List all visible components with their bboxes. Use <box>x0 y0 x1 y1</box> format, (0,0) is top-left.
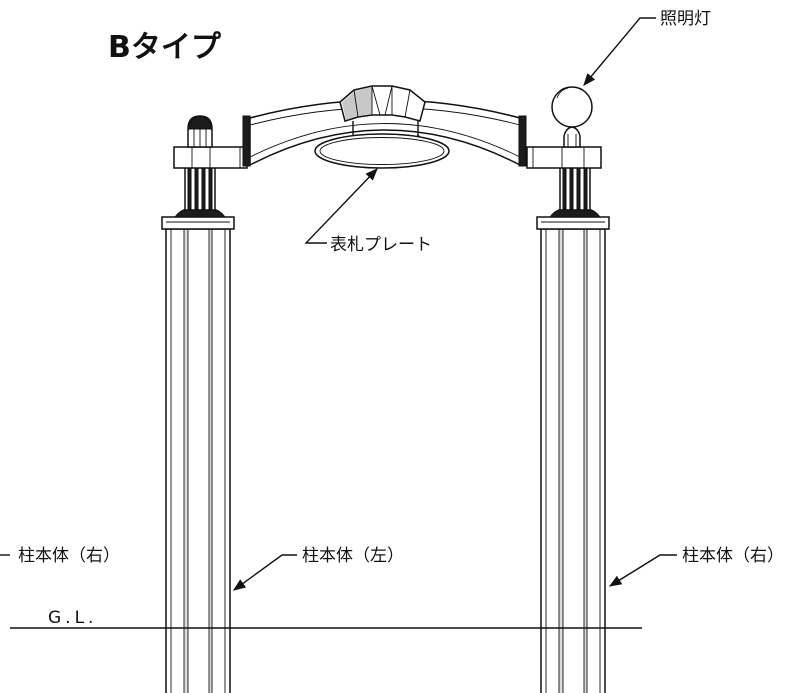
arch-left-end-bar <box>242 115 251 167</box>
left-pillar-body <box>165 228 231 693</box>
right-pillar <box>526 86 610 693</box>
ground-line-label: G.L. <box>48 608 97 628</box>
right-pillar-body <box>540 228 606 693</box>
arch-right-end-bar <box>518 115 527 167</box>
left-pillar-cap <box>161 216 235 230</box>
lamp-label: 照明灯 <box>660 9 711 29</box>
right-post-stripe <box>562 167 567 210</box>
left-post-stripe <box>187 167 192 210</box>
left-pillar <box>161 115 248 693</box>
right-post-stripe <box>576 167 581 210</box>
pillar-right-leader <box>608 554 677 587</box>
arch <box>242 85 527 169</box>
right-post-stripe <box>583 167 588 210</box>
right-cross-block <box>526 146 602 169</box>
left-cross-block <box>173 146 248 169</box>
lamp-globe-shading <box>556 87 569 99</box>
right-pillar-shade <box>559 230 563 693</box>
diagram-title: Bタイプ <box>108 30 222 65</box>
keystone-ornament <box>339 85 426 122</box>
pillar-left-leader <box>232 554 297 591</box>
nameplate-inner-rim <box>319 137 445 165</box>
nameplate <box>314 133 450 169</box>
lamp-globe <box>551 86 593 128</box>
nameplate-leader <box>304 168 378 244</box>
pillar-right-edge-label: 柱本体（右） <box>18 546 120 566</box>
left-post-stripe <box>201 167 206 210</box>
left-pillar-shade <box>209 230 212 693</box>
lamp-neck <box>563 126 581 148</box>
pillar-left-label: 柱本体（左） <box>302 546 404 566</box>
lamp-leader <box>583 17 656 86</box>
right-post-stripe <box>569 167 574 210</box>
left-post-stripe <box>194 167 199 210</box>
arch-inner-line <box>249 123 521 158</box>
left-pillar-shade <box>184 230 188 693</box>
keystone-line <box>371 85 381 116</box>
pillar-right-label: 柱本体（右） <box>682 546 784 566</box>
right-pillar-cap <box>536 216 610 230</box>
keystone-shade <box>342 87 372 120</box>
keystone-line <box>353 89 359 118</box>
left-post-stripe <box>208 167 213 210</box>
right-pillar-shade <box>584 230 587 693</box>
left-dome-top <box>188 116 212 130</box>
keystone-line <box>384 85 393 116</box>
nameplate-label: 表札プレート <box>330 235 432 255</box>
keystone-line <box>404 89 411 118</box>
